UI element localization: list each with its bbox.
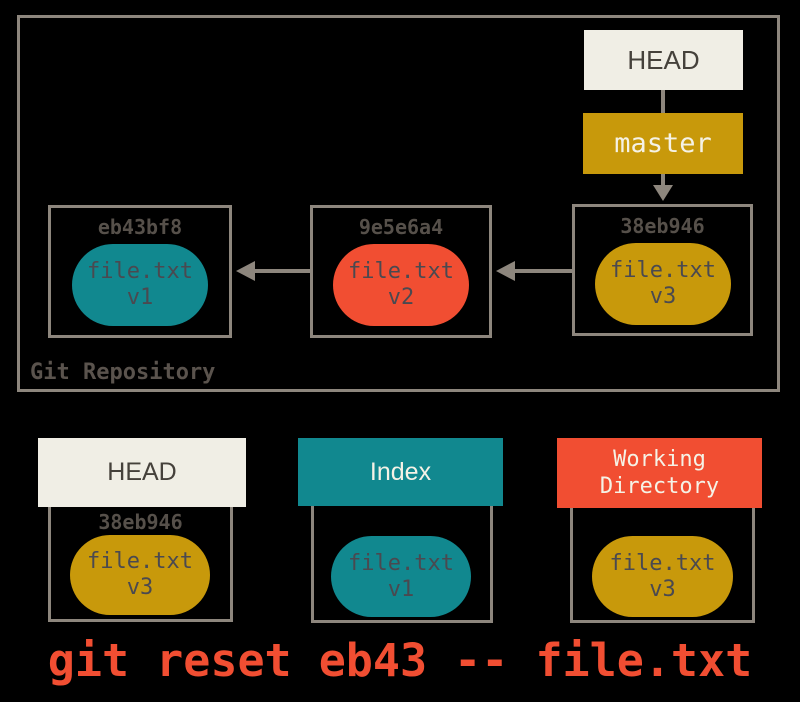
file-name: file.txt	[609, 550, 716, 576]
commit-box-9e5e6a4: 9e5e6a4 file.txt v2	[310, 205, 492, 338]
index-area-file-blob: file.txt v1	[331, 536, 471, 617]
file-name: file.txt	[87, 549, 193, 574]
commit-box-eb43bf8: eb43bf8 file.txt v1	[48, 205, 232, 338]
working-directory-title: Working Directory	[599, 447, 720, 499]
head-area-file-blob: file.txt v3	[70, 535, 210, 615]
git-command-caption: git reset eb43 -- file.txt	[47, 634, 753, 687]
head-area-hash: 38eb946	[98, 510, 183, 534]
commit2-to-commit1-arrow-head	[236, 261, 255, 281]
file-version: v3	[649, 576, 676, 602]
file-version: v1	[387, 576, 415, 602]
commit-box-38eb946: 38eb946 file.txt v3	[572, 204, 753, 336]
file-name: file.txt	[610, 258, 716, 283]
index-area: Index file.txt v1	[298, 438, 503, 628]
working-directory-area: Working Directory file.txt v3	[557, 438, 762, 628]
file-name: file.txt	[87, 259, 193, 284]
head-pointer-box: HEAD	[584, 30, 743, 90]
git-repository-box	[17, 15, 780, 392]
git-repository-label: Git Repository	[30, 360, 216, 385]
commit3-to-commit2-arrow-head	[496, 261, 515, 281]
file-version: v3	[126, 575, 154, 600]
head-area-title-box: HEAD	[38, 438, 246, 507]
master-branch-label: master	[614, 128, 712, 159]
working-directory-title-box: Working Directory	[557, 438, 762, 508]
file-blob-v1: file.txt v1	[72, 244, 208, 326]
commit-hash: 38eb946	[620, 214, 705, 238]
working-directory-file-blob: file.txt v3	[592, 536, 733, 617]
file-version: v2	[387, 285, 415, 310]
commit2-to-commit1-arrow-shaft	[253, 269, 310, 273]
file-blob-v2: file.txt v2	[333, 244, 469, 326]
file-name: file.txt	[348, 259, 454, 284]
head-area: HEAD 38eb946 file.txt v3	[38, 438, 246, 628]
commit-hash: eb43bf8	[97, 215, 183, 239]
head-area-title: HEAD	[107, 458, 177, 486]
file-blob-v3: file.txt v3	[595, 243, 731, 325]
file-name: file.txt	[348, 550, 454, 576]
index-area-title: Index	[369, 457, 432, 486]
file-version: v1	[126, 285, 154, 310]
commit-hash: 9e5e6a4	[358, 215, 444, 239]
index-area-title-box: Index	[298, 438, 503, 506]
commit3-to-commit2-arrow-shaft	[513, 269, 572, 273]
head-to-master-connector	[661, 90, 665, 113]
master-branch-box: master	[583, 113, 743, 174]
master-to-commit-arrow-head	[653, 185, 673, 201]
master-to-commit-arrow-shaft	[661, 174, 665, 187]
head-pointer-label: HEAD	[627, 44, 700, 75]
file-version: v3	[649, 284, 677, 309]
